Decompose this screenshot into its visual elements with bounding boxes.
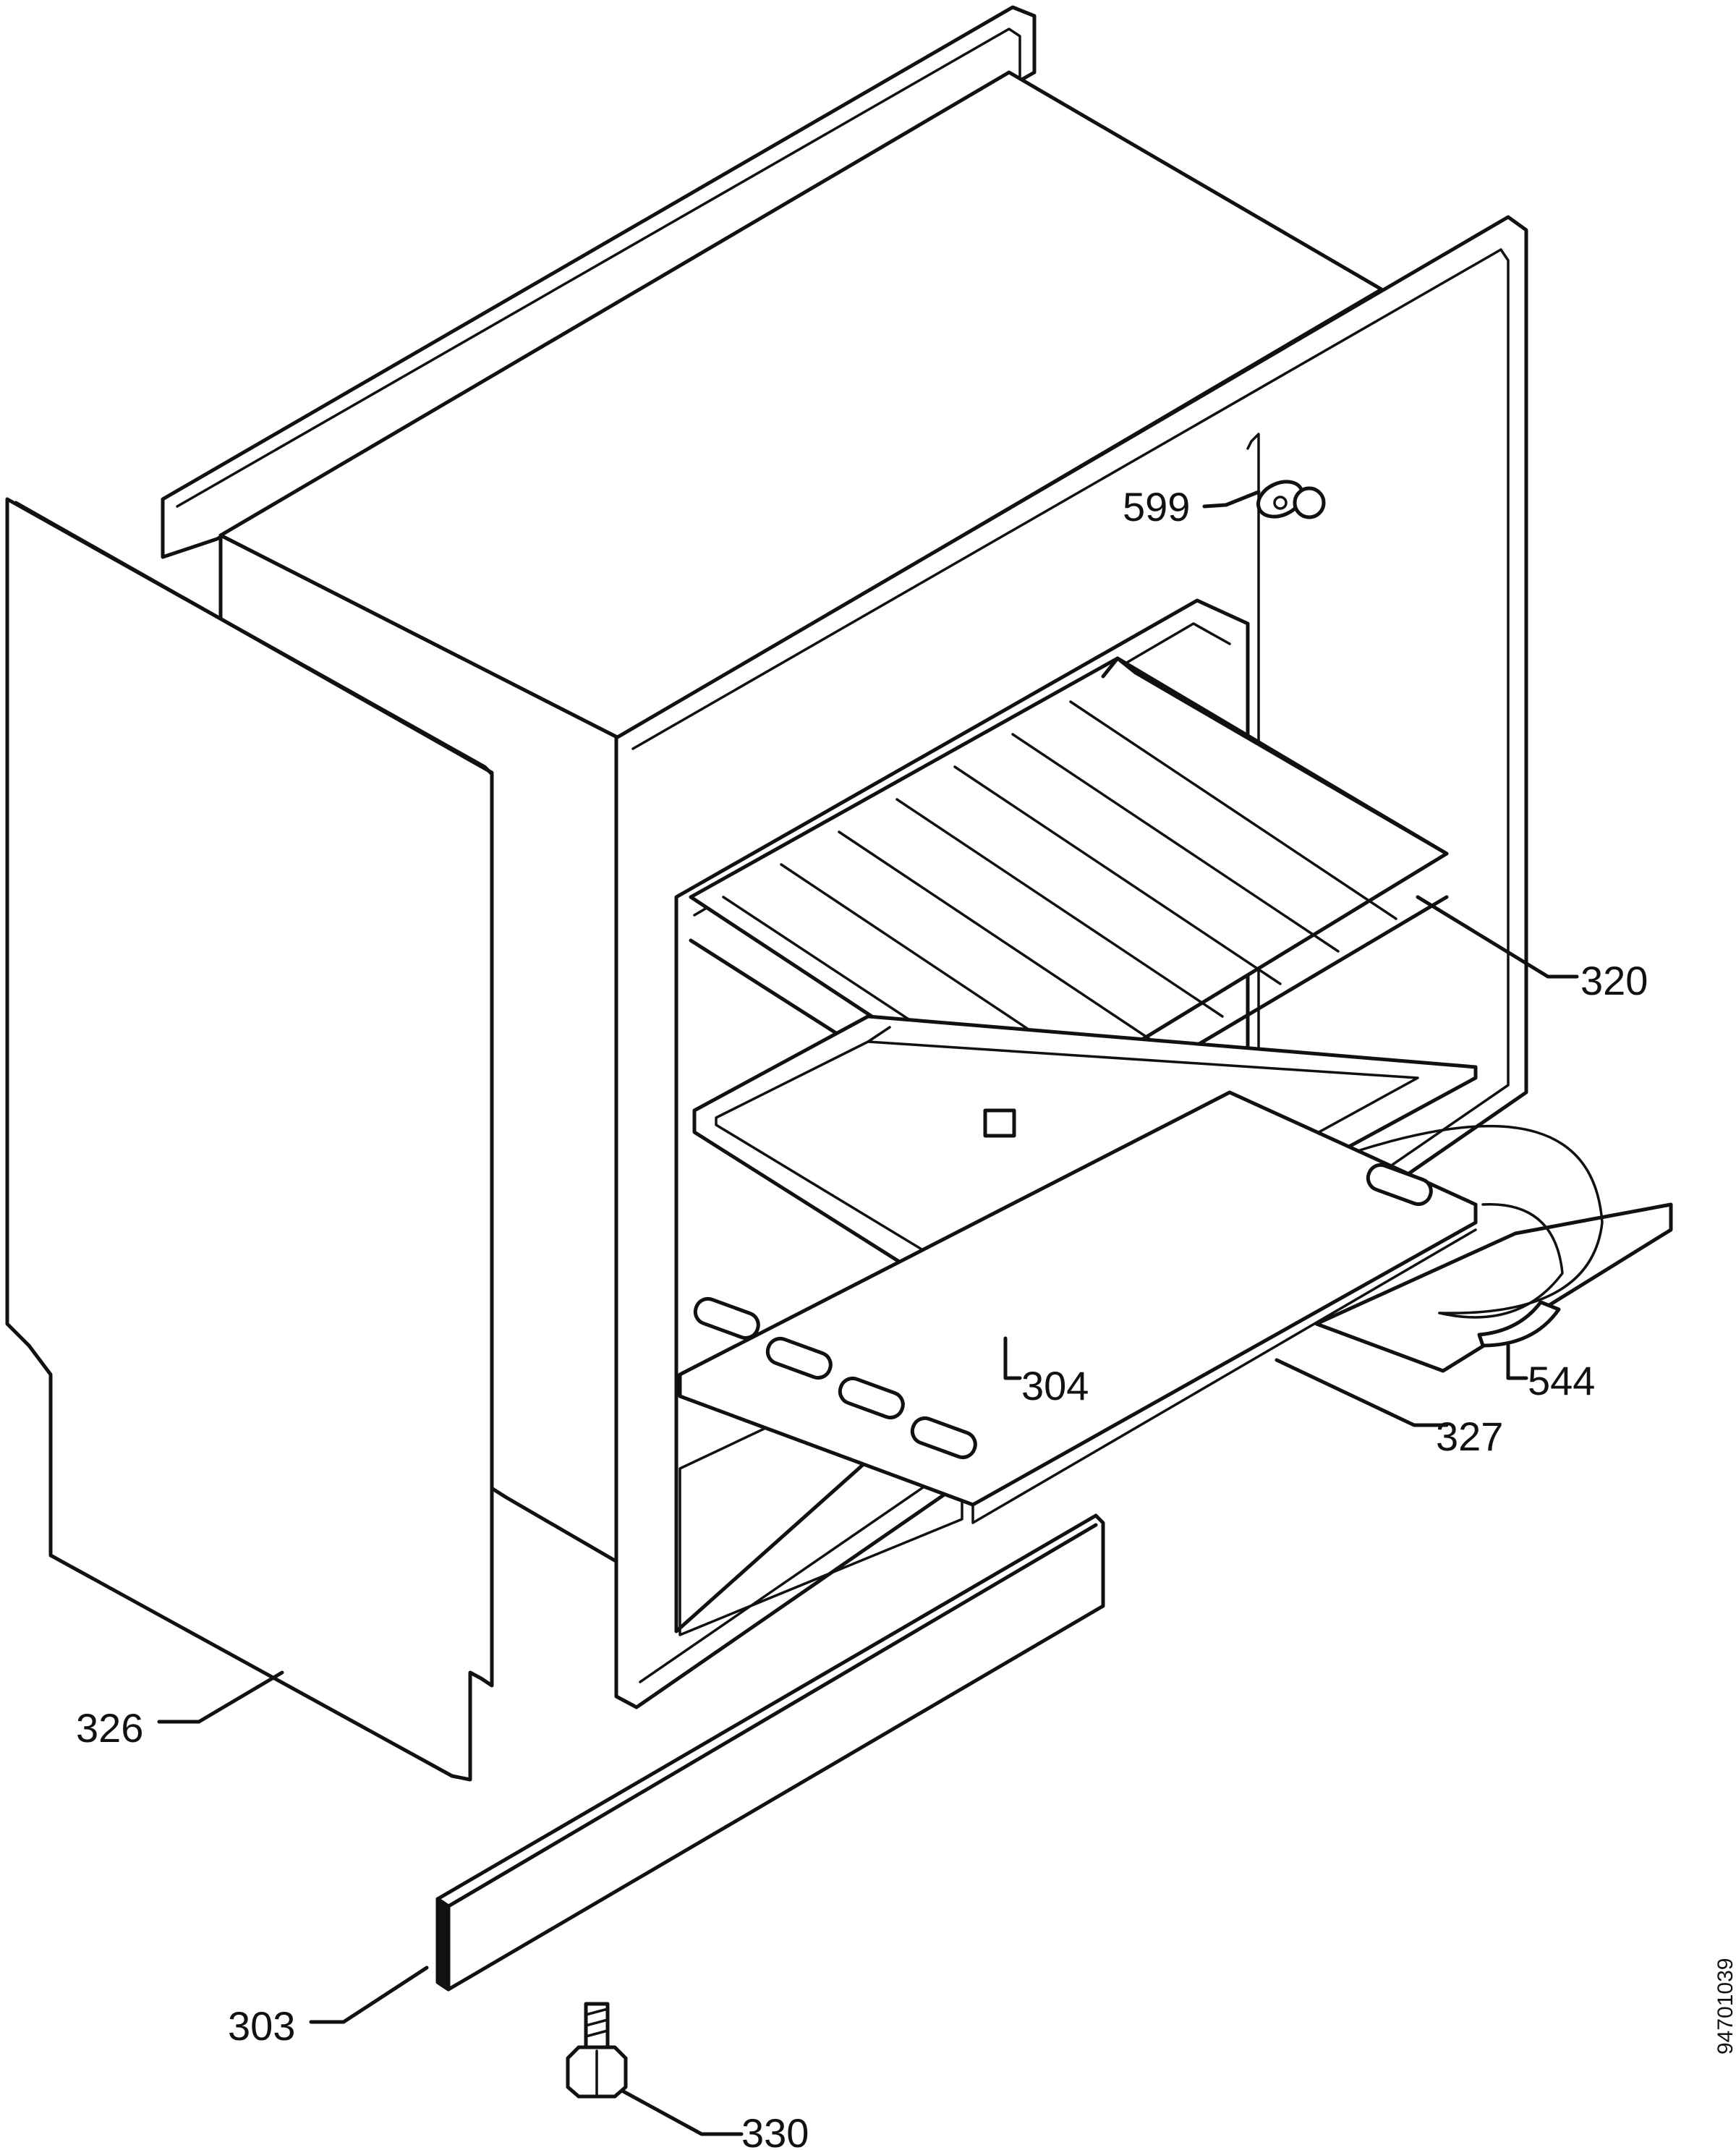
leader-lines [157, 490, 1579, 2136]
screw-330 [566, 2002, 628, 2099]
plinth-top-edge [446, 1523, 1098, 1908]
vent-slot-4 [910, 1416, 977, 1460]
heating-element-inner [1438, 1203, 1564, 1319]
rack-rod-5 [953, 765, 1282, 985]
callout-304: 304 [1021, 1363, 1089, 1408]
leader-326 [157, 1670, 284, 1724]
document-number: 94701039 [1714, 1958, 1736, 2055]
floor-plate-327 [678, 1090, 1478, 1524]
tray-hook [983, 1108, 1016, 1138]
callout-303: 303 [228, 2003, 295, 2049]
side-panel-326 [5, 497, 494, 1782]
floor-plate-edge [971, 1228, 1477, 1524]
rear-frame-inner-edge [176, 27, 1021, 508]
heating-element-hub [1477, 1300, 1561, 1348]
callout-labels: 599 320 304 544 327 326 303 330 [76, 484, 1648, 2150]
plinth-strip-303 [435, 1513, 1105, 1992]
hinge-pin [1293, 486, 1326, 519]
vent-slot-1 [693, 1296, 760, 1340]
rack-rod-7 [1069, 700, 1397, 920]
leader-330 [620, 2089, 744, 2136]
heating-plate-544 [1314, 1124, 1673, 1373]
rack-rod-6 [1011, 733, 1340, 953]
leader-303 [309, 1966, 429, 2024]
hinge-hole [1273, 496, 1288, 510]
callout-320: 320 [1580, 958, 1648, 1003]
heating-plate [1314, 1202, 1673, 1373]
screw-thread-1 [584, 2007, 609, 2016]
screw-thread-2 [584, 2018, 609, 2027]
callout-544: 544 [1528, 1358, 1595, 1403]
rack-rod-3 [838, 830, 1166, 1050]
leader-320 [1416, 895, 1579, 979]
leader-599 [1202, 490, 1261, 509]
side-panel-edge [14, 501, 494, 775]
leader-304 [1003, 1336, 1022, 1380]
vent-slot-3 [838, 1376, 905, 1420]
plinth-end-cap [435, 1897, 451, 1992]
rear-frame-flange [161, 5, 1037, 559]
cavity-side-edge [505, 1496, 620, 1564]
screw-thread-3 [584, 2029, 609, 2038]
vent-slot-2 [765, 1336, 833, 1380]
callout-326: 326 [76, 1705, 143, 1751]
callout-599: 599 [1123, 484, 1190, 530]
callout-327: 327 [1436, 1414, 1503, 1459]
leader-544 [1506, 1343, 1528, 1380]
leader-327 [1275, 1358, 1449, 1427]
vent-slot-5 [1366, 1163, 1433, 1207]
rack-rear-lip [1101, 656, 1449, 856]
tray-lip [867, 1026, 891, 1043]
rack-rod-4 [895, 798, 1224, 1018]
callout-330: 330 [741, 2110, 809, 2150]
hinge-599 [1256, 480, 1326, 519]
